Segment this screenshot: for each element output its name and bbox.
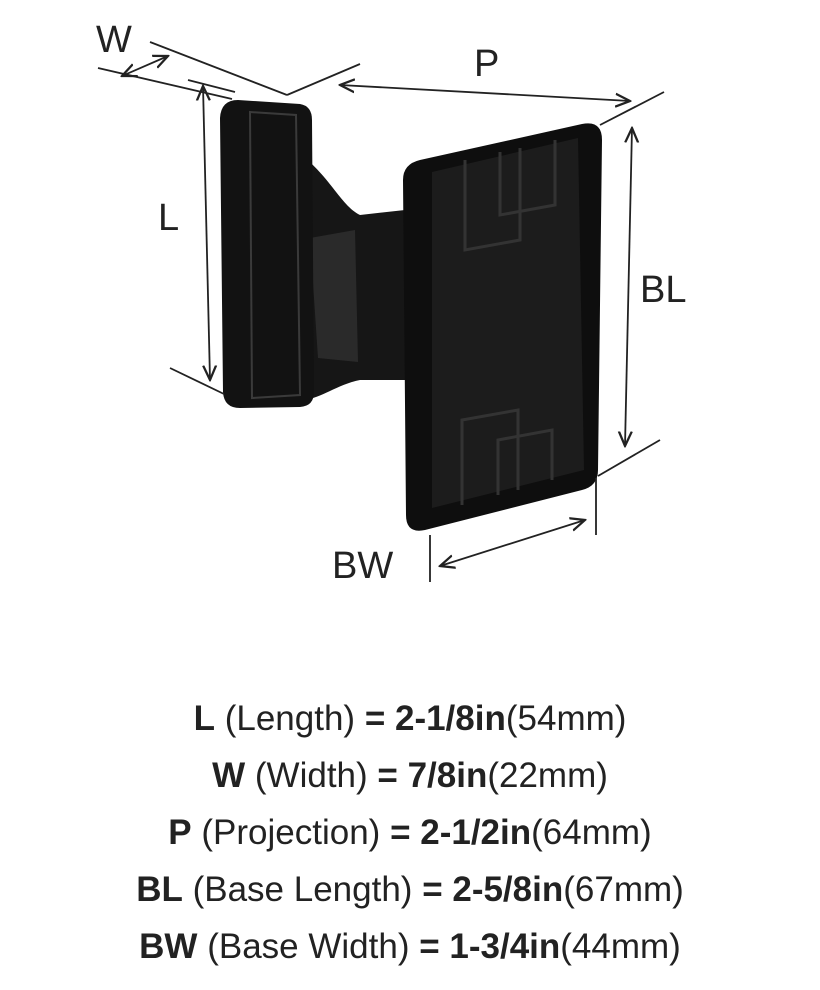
spec-imperial: = 2-5/8in	[422, 870, 564, 909]
dim-label-l: L	[158, 197, 179, 239]
spec-imperial: = 2-1/8in	[364, 699, 506, 738]
spec-abbr: W	[212, 756, 246, 795]
dim-label-bl: BL	[640, 269, 686, 311]
knob-face-bevel	[248, 110, 302, 400]
spec-imperial: = 2-1/2in	[390, 813, 532, 852]
spec-base-width: BW (Base Width) = 1-3/4in(44mm)	[0, 918, 820, 975]
knob-neck-highlight	[310, 230, 358, 362]
spec-metric: (64mm)	[531, 813, 652, 852]
dimension-lines	[97, 41, 665, 582]
spec-metric: (22mm)	[487, 756, 608, 795]
dim-label-p: P	[474, 43, 499, 85]
spec-abbr: BW	[139, 927, 198, 966]
knob-base-inner	[432, 138, 584, 508]
spec-metric: (44mm)	[560, 927, 681, 966]
spec-name: (Base Length)	[192, 870, 413, 909]
knob-dimension-diagram: W P L BL BW	[96, 19, 686, 587]
spec-abbr: BL	[136, 870, 183, 909]
spec-abbr: L	[193, 699, 215, 738]
spec-name: (Width)	[254, 756, 368, 795]
spec-metric: (54mm)	[505, 699, 627, 738]
spec-name: (Length)	[224, 699, 356, 738]
spec-abbr: P	[168, 813, 192, 852]
spec-imperial: = 7/8in	[377, 756, 488, 795]
spec-length: L (Length) = 2-1/8in(54mm)	[0, 690, 820, 747]
knob-illustration	[220, 100, 602, 531]
spec-projection: P (Projection) = 2-1/2in(64mm)	[0, 804, 820, 861]
knob-face	[220, 100, 314, 408]
knob-base-rib-top	[463, 140, 557, 252]
spec-name: (Base Width)	[207, 927, 410, 966]
spec-metric: (67mm)	[563, 870, 684, 909]
dimension-specs: L (Length) = 2-1/8in(54mm) W (Width) = 7…	[0, 690, 820, 975]
spec-width: W (Width) = 7/8in(22mm)	[0, 747, 820, 804]
spec-base-length: BL (Base Length) = 2-5/8in(67mm)	[0, 861, 820, 918]
knob-base-rib-bottom	[460, 408, 554, 505]
spec-imperial: = 1-3/4in	[419, 927, 561, 966]
dim-label-w: W	[96, 19, 132, 61]
spec-name: (Projection)	[201, 813, 381, 852]
dim-label-bw: BW	[332, 545, 393, 587]
